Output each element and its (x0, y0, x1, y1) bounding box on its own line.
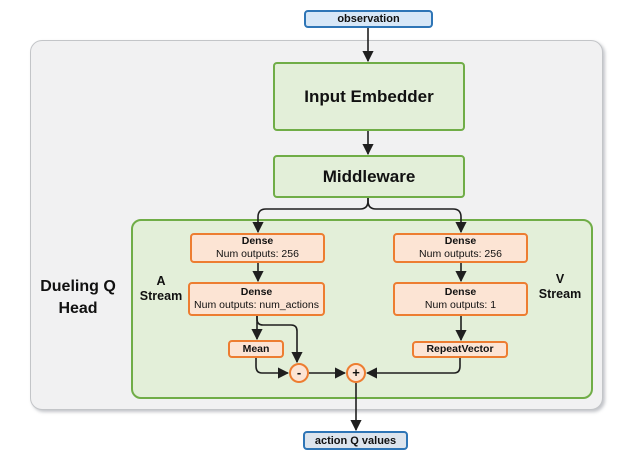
repeatvector-label: RepeatVector (426, 343, 494, 355)
subtract-op-node: - (289, 363, 309, 383)
mean-label: Mean (242, 342, 270, 355)
action-q-values-label: action Q values (314, 434, 397, 447)
a-stream-label-line2: Stream (139, 289, 183, 303)
a-stream-label: A Stream (133, 274, 189, 304)
input-embedder-label: Input Embedder (304, 86, 434, 106)
repeatvector-node: RepeatVector (412, 341, 508, 358)
dense-a2-node: Dense Num outputs: num_actions (188, 282, 325, 316)
observation-node: observation (304, 10, 433, 28)
dense-a1-title: Dense (241, 235, 274, 247)
dense-v2-subtitle: Num outputs: 1 (424, 299, 497, 311)
input-embedder-node: Input Embedder (273, 62, 465, 131)
action-q-values-node: action Q values (303, 431, 408, 450)
dense-v2-node: Dense Num outputs: 1 (393, 282, 528, 316)
v-stream-label: V Stream (528, 272, 592, 302)
dense-a2-title: Dense (240, 286, 273, 298)
add-op-label: + (352, 365, 360, 380)
v-stream-label-line1: V (555, 272, 565, 286)
dense-a2-subtitle: Num outputs: num_actions (194, 299, 319, 311)
dense-v1-subtitle: Num outputs: 256 (419, 248, 502, 260)
dueling-q-head-label-line2: Head (58, 300, 98, 317)
dense-v1-title: Dense (444, 235, 477, 247)
dueling-q-head-label: Dueling Q Head (30, 276, 126, 320)
observation-label: observation (337, 13, 400, 25)
dense-v1-node: Dense Num outputs: 256 (393, 233, 528, 263)
dense-a1-node: Dense Num outputs: 256 (190, 233, 325, 263)
v-stream-label-line2: Stream (538, 287, 582, 301)
subtract-op-label: - (296, 365, 302, 380)
mean-node: Mean (228, 340, 284, 358)
add-op-node: + (346, 363, 366, 383)
a-stream-label-line1: A (156, 274, 166, 288)
dense-v2-title: Dense (444, 286, 477, 298)
dueling-q-head-label-line1: Dueling Q (40, 278, 116, 295)
dense-a1-subtitle: Num outputs: 256 (216, 248, 299, 260)
middleware-node: Middleware (273, 155, 465, 198)
middleware-label: Middleware (322, 166, 416, 186)
